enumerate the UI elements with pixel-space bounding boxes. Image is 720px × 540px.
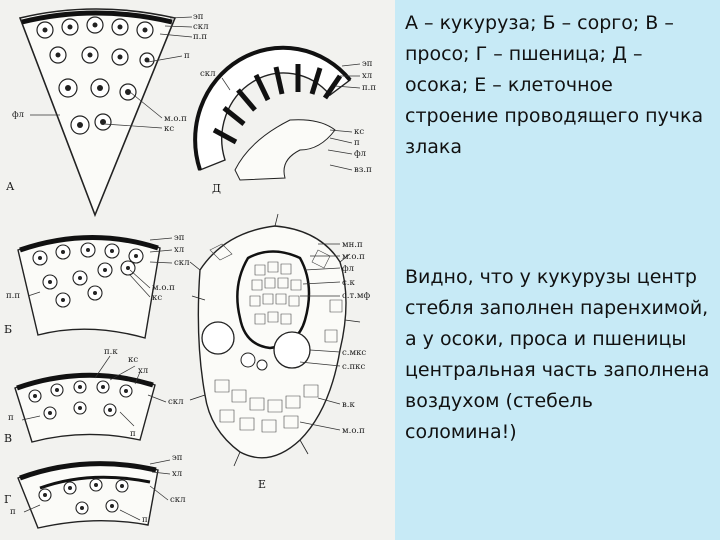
label-e-5: с.мкс [342,348,366,358]
panel-letter-g: Г [4,493,11,506]
label-d-6: фл [354,149,367,159]
label-b-1: хл [174,245,185,255]
label-b-4: м.о.п [152,283,175,293]
panel-d-ring: эп хл скл п.п кс п фл вз.п Д [193,45,376,195]
label-g-0: эп [172,453,183,463]
label-d-0: эп [362,59,373,69]
panel-letter-d: Д [212,182,221,195]
label-v-0: п.к [104,347,118,357]
panel-g-sector: эп хл скл п п Г [4,453,186,529]
panel-e-bundle: мн.п м.о.п фл с.к с.т.мф с.мкс с.пкс в.к… [189,213,370,491]
label-g-4: п [142,515,148,525]
label-b-0: эп [174,233,185,243]
label-v-3: п [8,413,14,423]
label-d-7: вз.п [354,165,372,175]
label-d-2: скл [200,69,216,79]
label-e-0: мн.п [342,240,363,250]
label-e-1: м.о.п [342,252,365,262]
label-e-4: с.т.мф [342,291,370,301]
label-g-3: п [10,507,16,517]
label-v-5: п [130,429,136,439]
panel-letter-a: А [6,180,15,193]
label-b-3: п.п [6,291,20,301]
description-text: Видно, что у кукурузы центр стебля запол… [405,266,710,443]
label-v-1: кс [128,355,138,365]
label-e-2: фл [342,264,355,274]
label-d-5: п [354,138,360,148]
panel-letter-b: Б [4,323,12,336]
label-e-6: с.пкс [342,362,365,372]
label-d-1: хл [362,71,373,81]
label-a-2: п.п [193,32,207,42]
panel-letter-e: Е [258,478,266,491]
panel-b-sector: эп хл скл п.п м.о.п кс Б [4,233,190,339]
label-a-5: м.о.п [164,114,187,124]
label-e-8: м.о.п [342,426,365,436]
label-b-5: кс [152,293,162,303]
panel-v-sector: п.к кс хл п скл п В [4,347,184,445]
label-e-3: с.к [342,278,355,288]
text-panel: А – кукуруза; Б – сорго; В – просо; Г – … [395,0,720,540]
label-a-4: фл [12,110,25,120]
label-e-7: в.к [342,400,355,410]
label-d-4: кс [354,127,364,137]
panel-a-sector: эп скл п.п п фл м.о.п кс А [6,8,209,218]
stem-cross-section-illustration: эп скл п.п п фл м.о.п кс А [4,8,376,529]
figure-panel: эп скл п.п п фл м.о.п кс А [0,0,395,540]
label-v-2: хл [138,366,149,376]
label-a-0: эп [193,12,204,22]
label-g-1: хл [172,469,183,479]
label-v-4: скл [168,397,184,407]
label-a-1: скл [193,22,209,32]
label-d-3: п.п [362,83,376,93]
label-g-2: скл [170,495,186,505]
figure-caption: А – кукуруза; Б – сорго; В – просо; Г – … [405,12,704,158]
label-b-2: скл [174,258,190,268]
label-a-6: кс [164,124,174,134]
label-a-3: п [184,51,190,61]
panel-letter-v: В [4,432,12,445]
